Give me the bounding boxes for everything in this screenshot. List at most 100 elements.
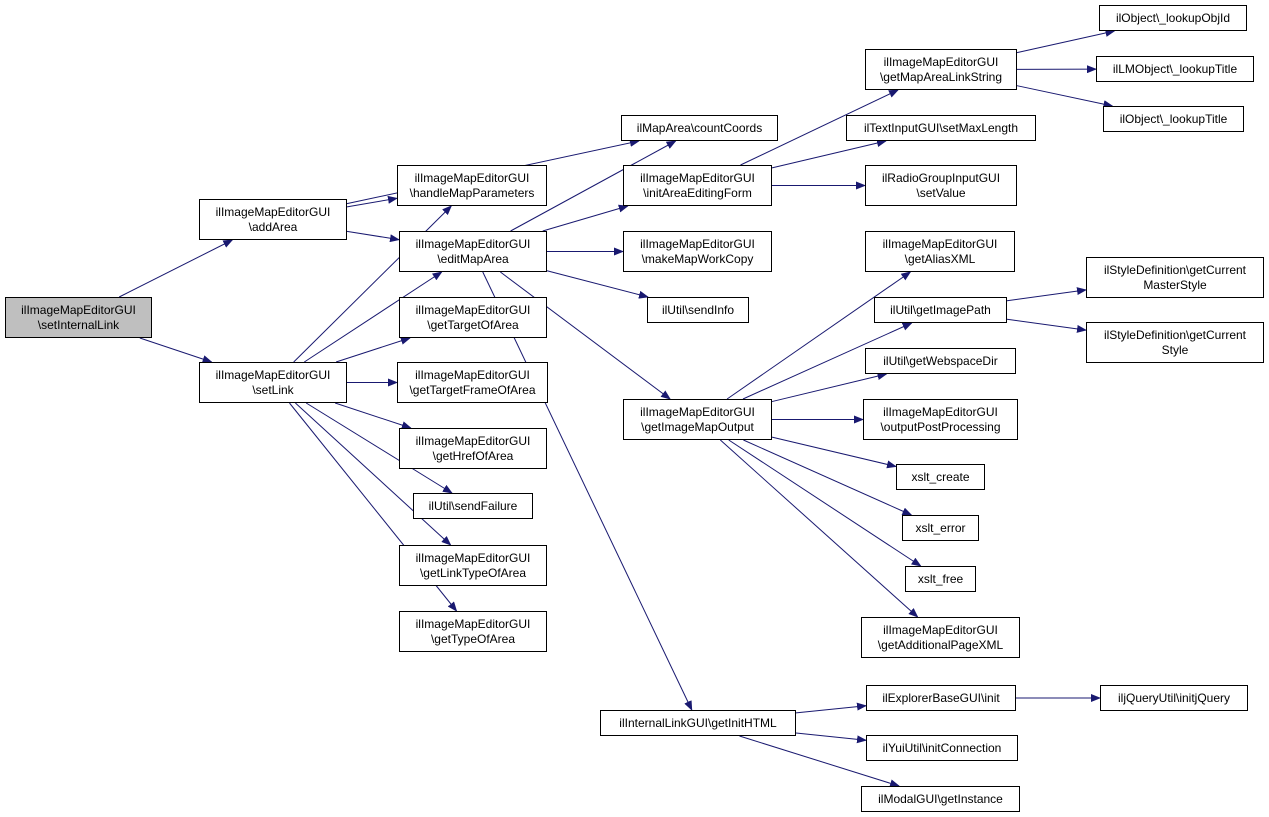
node-label-line1: ilModalGUI\getInstance — [878, 791, 1003, 806]
node-setMaxLength[interactable]: ilTextInputGUI\setMaxLength — [846, 115, 1036, 141]
node-label-line1: ilUtil\sendFailure — [428, 498, 518, 513]
node-label-line1: ilImageMapEditorGUI — [21, 302, 136, 317]
node-countCoords[interactable]: ilMapArea\countCoords — [621, 115, 778, 141]
edge-addArea-to-editMapArea — [346, 230, 400, 243]
node-getTargetFrameOfArea[interactable]: ilImageMapEditorGUI \getTargetFrameOfAre… — [397, 362, 548, 403]
edge-editMapArea-to-countCoords — [510, 140, 677, 232]
node-getLinkTypeOfArea[interactable]: ilImageMapEditorGUI \getLinkTypeOfArea — [399, 545, 547, 586]
node-getAdditionalPageXML[interactable]: ilImageMapEditorGUI \getAdditionalPageXM… — [861, 617, 1020, 658]
node-explorerInit[interactable]: ilExplorerBaseGUI\init — [866, 685, 1016, 711]
node-label-line1: ilUtil\getWebspaceDir — [883, 353, 998, 368]
node-getInitHTML[interactable]: ilInternalLinkGUI\getInitHTML — [600, 710, 796, 736]
edge-getImagePath-to-getCurrentMaster — [1006, 287, 1087, 302]
edge-getImageMapOutput-to-getAliasXML — [726, 271, 912, 400]
node-getTypeOfArea[interactable]: ilImageMapEditorGUI \getTypeOfArea — [399, 611, 547, 652]
node-label-line1: ilTextInputGUI\setMaxLength — [863, 120, 1019, 135]
edge-getInitHTML-to-modalGetInstance — [739, 735, 900, 788]
node-getWebspaceDir[interactable]: ilUtil\getWebspaceDir — [865, 348, 1016, 374]
node-outputPostProcessing[interactable]: ilImageMapEditorGUI \outputPostProcessin… — [863, 399, 1018, 440]
node-editMapArea[interactable]: ilImageMapEditorGUI \editMapArea — [399, 231, 547, 272]
node-xsltFree[interactable]: xslt_free — [905, 566, 976, 592]
node-getTargetOfArea[interactable]: ilImageMapEditorGUI \getTargetOfArea — [399, 297, 547, 338]
edge-setLink-to-getTargetOfArea — [335, 336, 411, 363]
edge-getImageMapOutput-to-xsltFree — [728, 439, 922, 567]
node-label-line1: ilObject\_lookupTitle — [1119, 111, 1228, 126]
node-getImageMapOutput[interactable]: ilImageMapEditorGUI \getImageMapOutput — [623, 399, 772, 440]
node-label-line2: \getImageMapOutput — [641, 419, 754, 434]
node-label-line1: ilImageMapEditorGUI — [883, 404, 998, 419]
node-label-line1: iljQueryUtil\initjQuery — [1117, 690, 1231, 705]
node-label-line1: ilImageMapEditorGUI — [883, 54, 999, 69]
node-label-line1: ilImageMapEditorGUI — [883, 622, 998, 637]
node-label-line2: \initAreaEditingForm — [643, 185, 752, 200]
node-label-line1: ilImageMapEditorGUI — [640, 170, 755, 185]
node-label-line1: ilImageMapEditorGUI — [640, 236, 755, 251]
node-label-line1: ilStyleDefinition\getCurrent — [1103, 327, 1247, 342]
edge-setInternalLink-to-setLink — [139, 337, 213, 363]
edge-initAreaForm-to-setMaxLength — [771, 139, 887, 169]
node-label-line1: xslt_error — [915, 520, 966, 535]
node-lmLookupTitle[interactable]: ilLMObject\_lookupTitle — [1096, 56, 1254, 82]
node-label-line2: \handleMapParameters — [409, 185, 535, 200]
node-label-line1: ilImageMapEditorGUI — [640, 404, 755, 419]
edge-editMapArea-to-getImageMapOutput — [500, 271, 671, 400]
node-label-line2: \getMapAreaLinkString — [879, 69, 1003, 84]
node-label-line1: ilUtil\sendInfo — [661, 302, 735, 317]
node-getCurrentMasterStyle[interactable]: ilStyleDefinition\getCurrent MasterStyle — [1086, 257, 1264, 298]
edge-getImagePath-to-getCurrentStyle — [1006, 318, 1087, 333]
node-sendFailure[interactable]: ilUtil\sendFailure — [413, 493, 533, 519]
node-label-line2: \outputPostProcessing — [880, 419, 1001, 434]
node-getImagePath[interactable]: ilUtil\getImagePath — [874, 297, 1007, 323]
edge-getImageMapOutput-to-getWebspaceDir — [771, 372, 888, 403]
node-label-line2: \getLinkTypeOfArea — [419, 565, 527, 580]
node-label-line1: xslt_free — [917, 571, 964, 586]
edge-setLink-to-getHrefOfArea — [334, 402, 412, 429]
node-xsltError[interactable]: xslt_error — [902, 515, 979, 541]
node-label-line1: ilImageMapEditorGUI — [415, 616, 531, 631]
node-initjQuery[interactable]: iljQueryUtil\initjQuery — [1100, 685, 1248, 711]
node-label-line1: xslt_create — [911, 469, 970, 484]
edge-initAreaForm-to-getMapAreaLink — [740, 89, 899, 166]
node-label-line2: MasterStyle — [1143, 277, 1207, 292]
node-modalGetInstance[interactable]: ilModalGUI\getInstance — [861, 786, 1020, 812]
node-label-line2: \getTypeOfArea — [430, 631, 516, 646]
node-label-line1: ilImageMapEditorGUI — [215, 204, 331, 219]
node-setLink[interactable]: ilImageMapEditorGUI \setLink — [199, 362, 347, 403]
edge-editMapArea-to-initAreaForm — [542, 204, 629, 232]
node-getHrefOfArea[interactable]: ilImageMapEditorGUI \getHrefOfArea — [399, 428, 547, 469]
node-getCurrentStyle[interactable]: ilStyleDefinition\getCurrent Style — [1086, 322, 1264, 363]
node-label-line2: \setInternalLink — [37, 317, 120, 332]
node-xsltCreate[interactable]: xslt_create — [896, 464, 985, 490]
node-sendInfo[interactable]: ilUtil\sendInfo — [647, 297, 749, 323]
edge-setInternalLink-to-addArea — [118, 239, 234, 298]
node-initAreaEditingForm[interactable]: ilImageMapEditorGUI \initAreaEditingForm — [623, 165, 772, 206]
edge-getMapAreaLink-to-objLookupTitle — [1016, 85, 1114, 109]
node-makeMapWorkCopy[interactable]: ilImageMapEditorGUI \makeMapWorkCopy — [623, 231, 772, 272]
edge-setLink-to-editMapArea — [304, 271, 443, 363]
edge-editMapArea-to-getInitHTML — [482, 271, 693, 711]
edge-setLink-to-sendFailure — [305, 402, 453, 494]
node-getAliasXML[interactable]: ilImageMapEditorGUI \getAliasXML — [865, 231, 1015, 272]
node-label-line1: ilImageMapEditorGUI — [415, 367, 530, 382]
node-addArea[interactable]: ilImageMapEditorGUI \addArea — [199, 199, 347, 240]
node-label-line2: \getHrefOfArea — [432, 448, 514, 463]
node-getMapAreaLinkString[interactable]: ilImageMapEditorGUI \getMapAreaLinkStrin… — [865, 49, 1017, 90]
node-objLookupTitle[interactable]: ilObject\_lookupTitle — [1103, 106, 1244, 132]
node-setInternalLink[interactable]: ilImageMapEditorGUI \setInternalLink — [5, 297, 152, 338]
node-label-line1: ilObject\_lookupObjId — [1115, 10, 1231, 25]
node-label-line2: Style — [1161, 342, 1189, 357]
node-handleMapParameters[interactable]: ilImageMapEditorGUI \handleMapParameters — [397, 165, 547, 206]
node-label-line2: \getAdditionalPageXML — [877, 637, 1004, 652]
node-label-line2: \getAliasXML — [904, 251, 976, 266]
edge-getInitHTML-to-yuiInitConn — [795, 732, 867, 744]
node-lookupObjId[interactable]: ilObject\_lookupObjId — [1099, 5, 1247, 31]
edge-getImageMapOutput-to-xsltError — [743, 439, 913, 516]
node-yuiInitConnection[interactable]: ilYuiUtil\initConnection — [866, 735, 1018, 761]
node-label-line1: ilLMObject\_lookupTitle — [1112, 61, 1238, 76]
node-label-line1: ilImageMapEditorGUI — [415, 302, 531, 317]
node-label-line2: \addArea — [248, 219, 298, 234]
node-label-line2: \setLink — [252, 382, 294, 397]
node-radioSetValue[interactable]: ilRadioGroupInputGUI \setValue — [865, 165, 1017, 206]
node-label-line1: ilImageMapEditorGUI — [415, 236, 531, 251]
edge-getImageMapOutput-to-xsltCreate — [771, 436, 897, 469]
